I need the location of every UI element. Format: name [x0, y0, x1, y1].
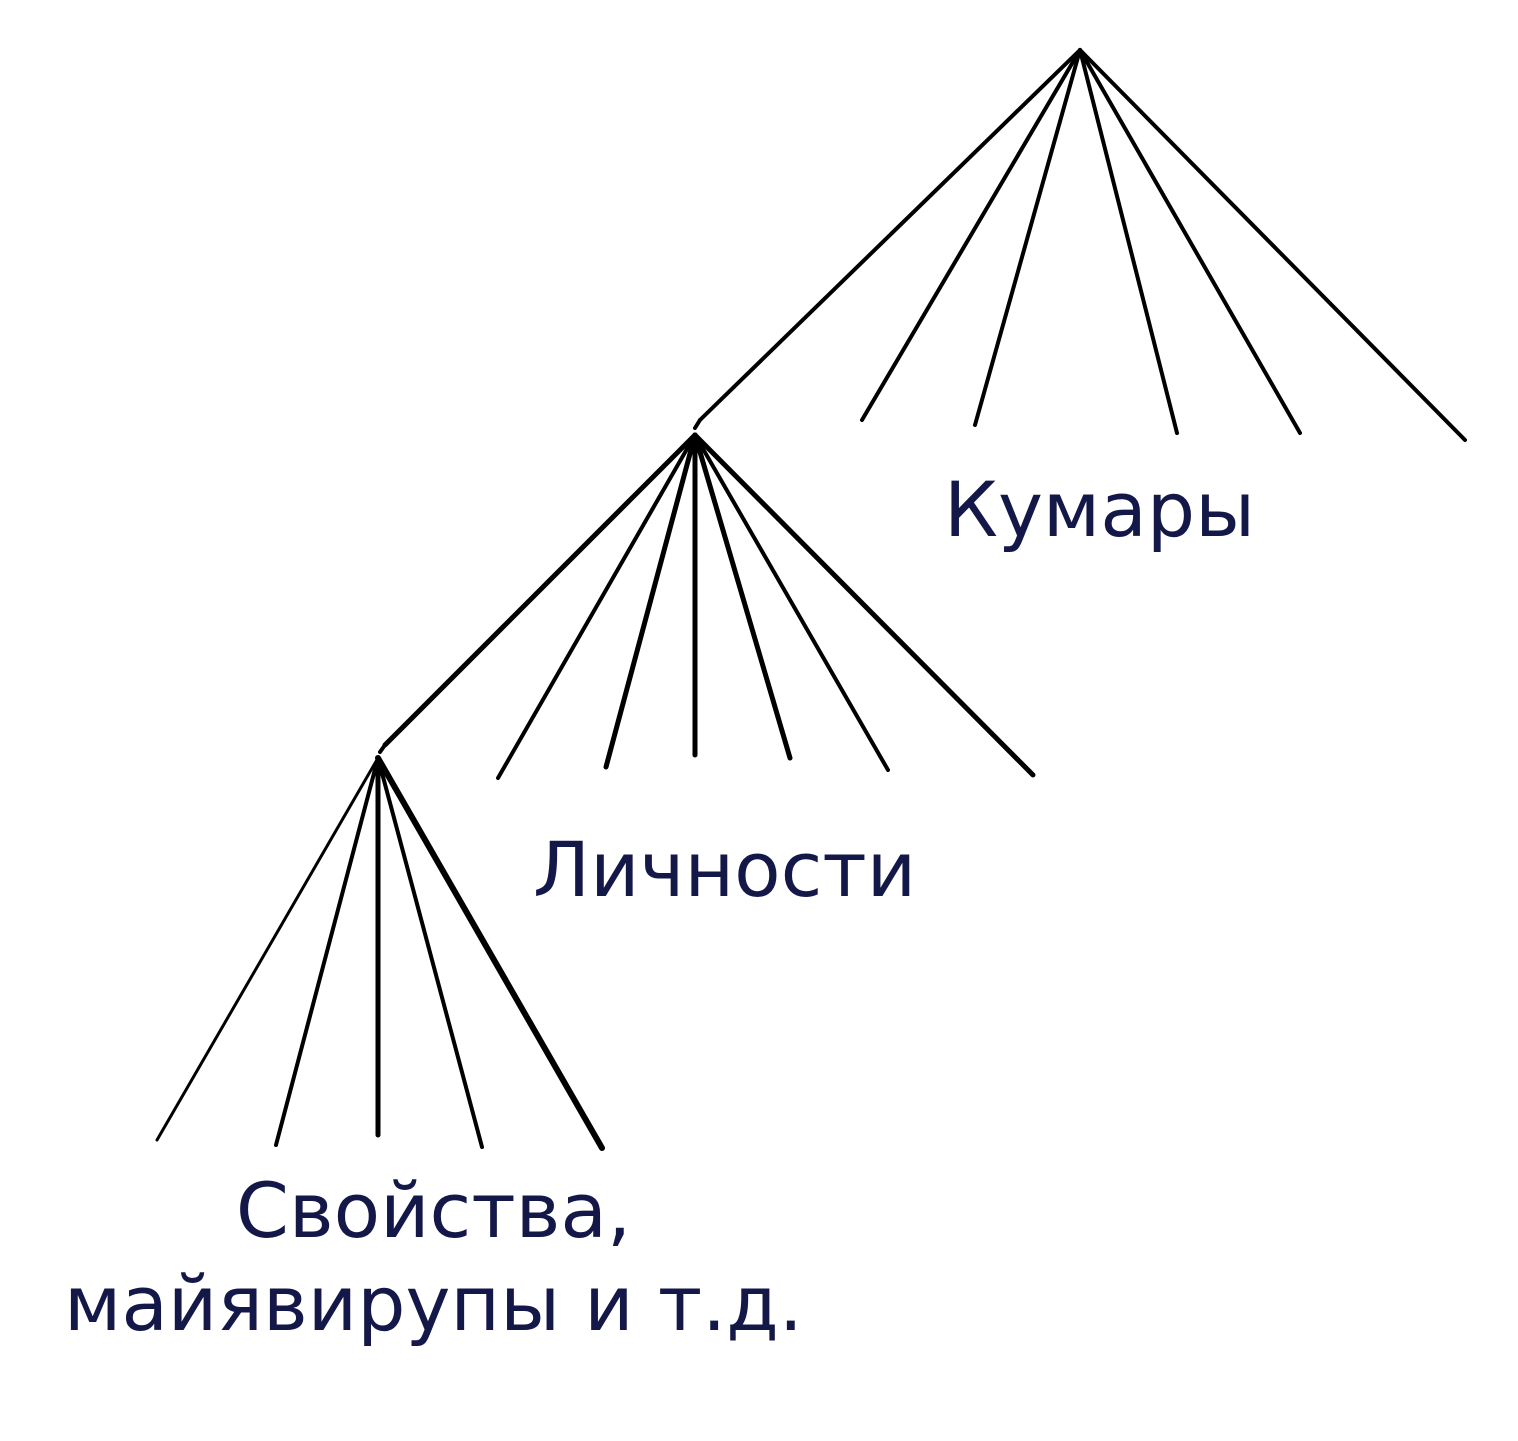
middle-branch-4 — [692, 432, 793, 761]
middle-branch-2 — [603, 432, 698, 770]
bottom-branch-4 — [376, 756, 484, 1149]
trunk-middle-link — [378, 743, 387, 754]
trunk-top-to-middle — [698, 48, 1082, 422]
middle-branch-5 — [693, 433, 890, 772]
level-label-svoistva-line-1: Свойства, — [235, 1166, 632, 1255]
level-label-svoistva-line-2: майявирупы и т.д. — [64, 1258, 803, 1348]
level-label-kumary: Кумары — [944, 465, 1256, 554]
level-label-svoistva: Свойства, майявирупы и т.д. — [64, 1165, 803, 1350]
bottom-branch-2 — [274, 756, 380, 1147]
top-branch-1 — [860, 48, 1082, 422]
level-label-lichnosti: Личности — [533, 825, 917, 914]
bottom-branch-5 — [375, 755, 605, 1151]
top-branch-3 — [1078, 48, 1179, 435]
top-branch-4 — [1078, 48, 1302, 435]
trunk-middle-to-bottom — [382, 432, 698, 748]
middle-branch-1 — [496, 433, 697, 780]
top-branch-2 — [973, 48, 1082, 427]
bottom-branch-1 — [155, 756, 380, 1142]
middle-branch-6 — [692, 432, 1036, 778]
trunk-top-link — [693, 418, 702, 430]
top-branch-5 — [1078, 48, 1467, 442]
